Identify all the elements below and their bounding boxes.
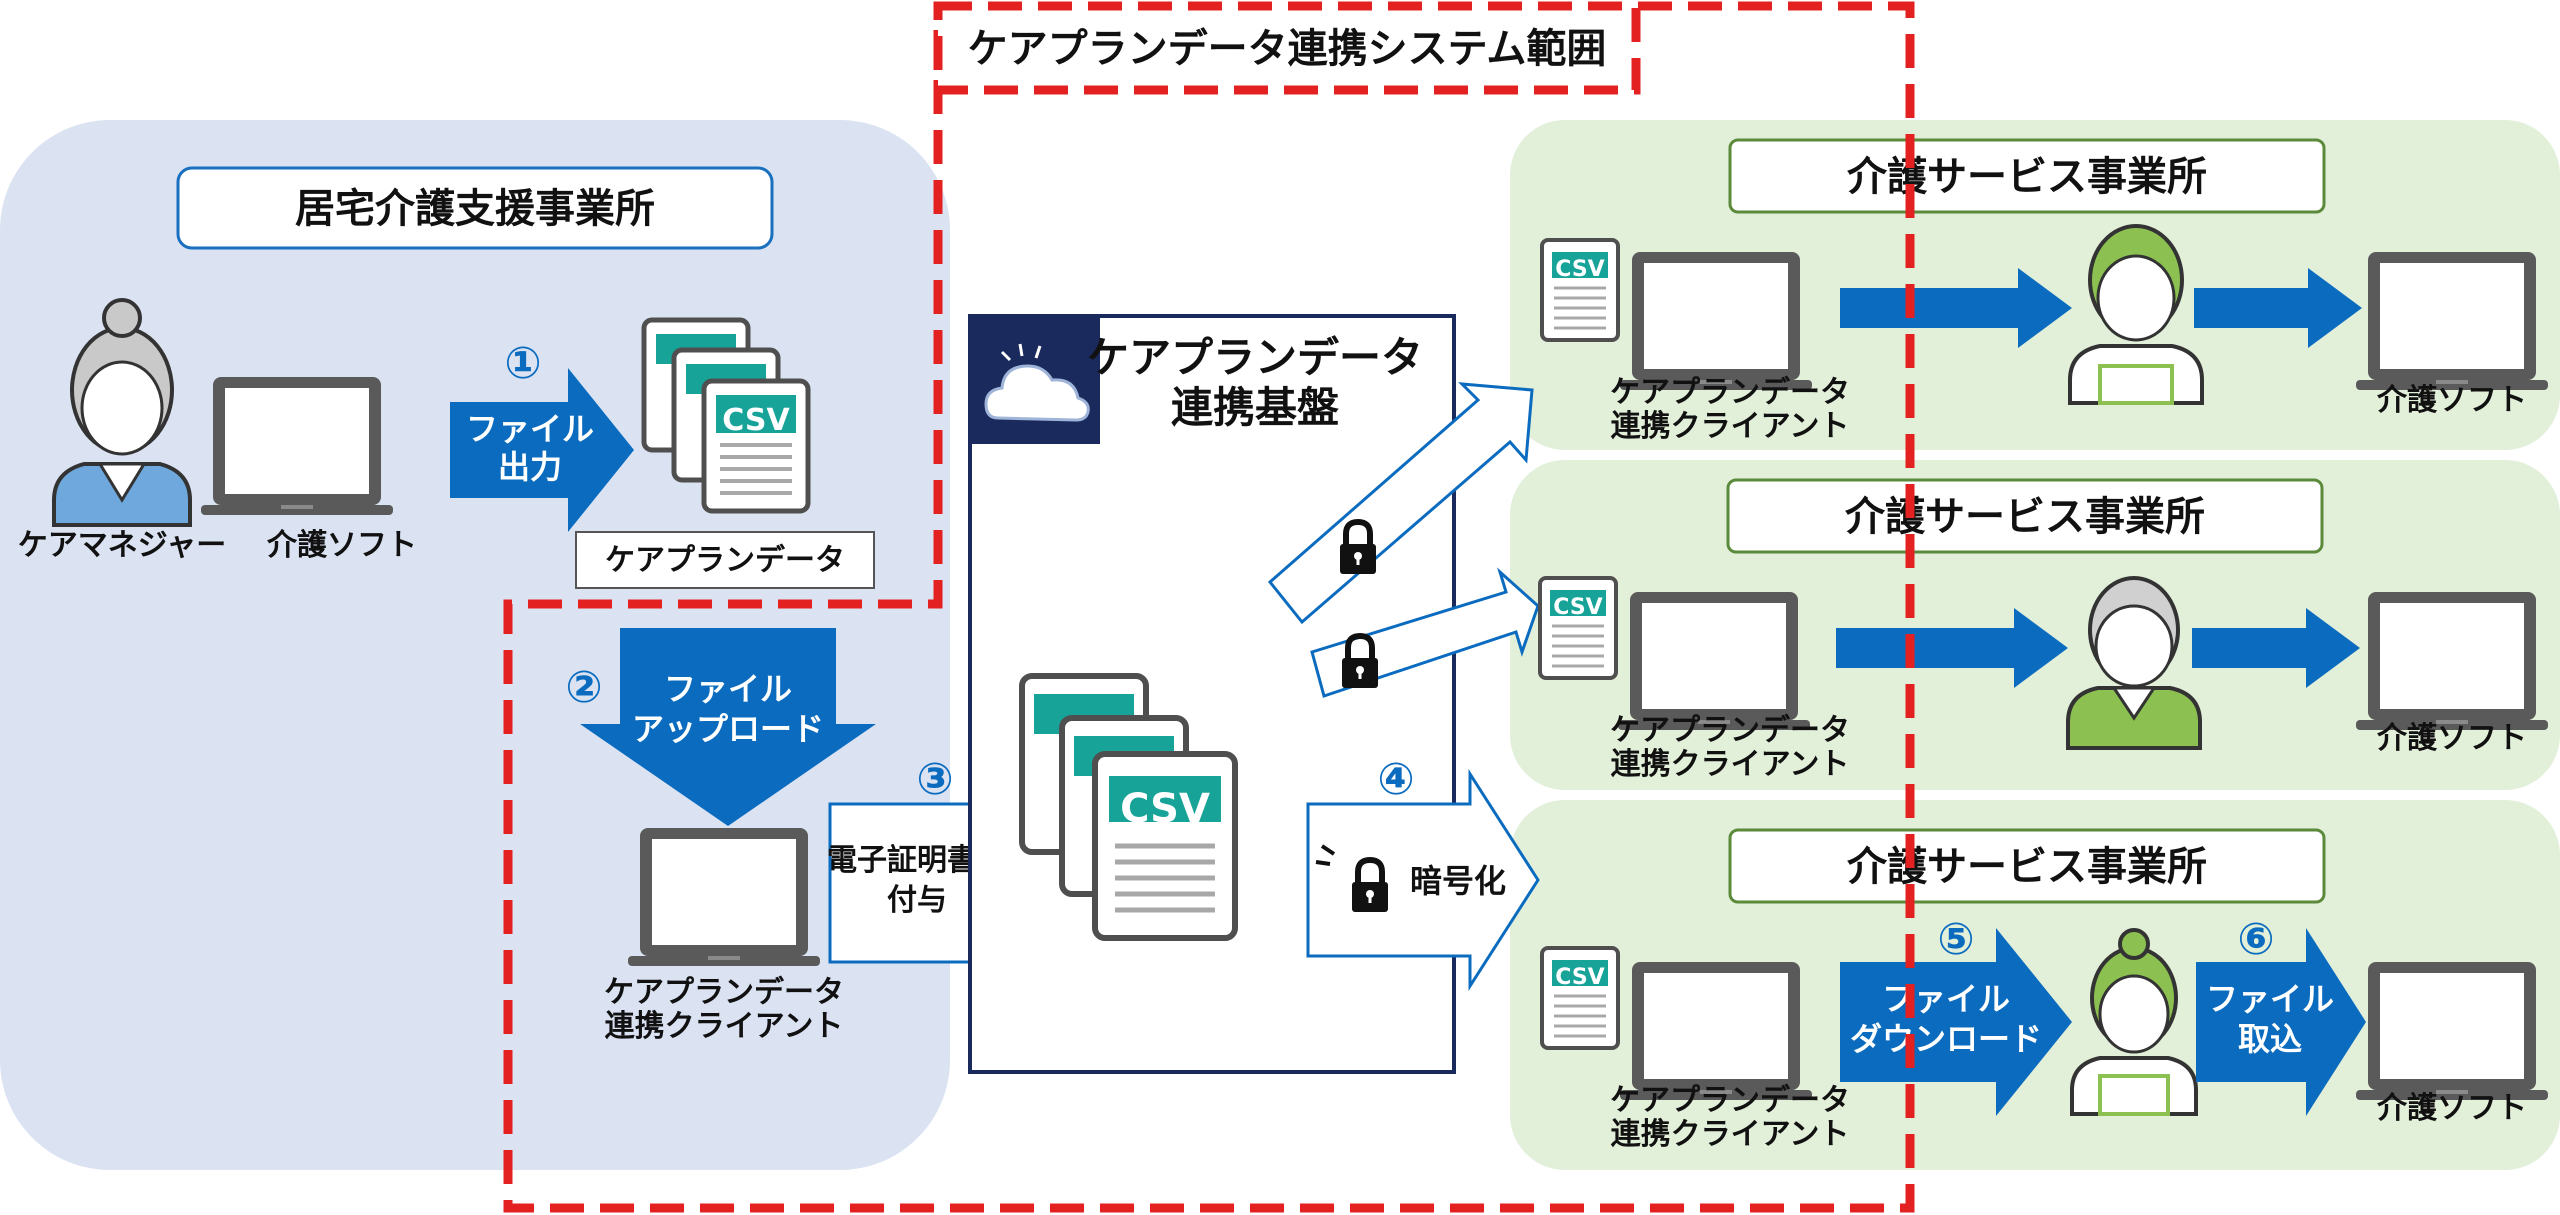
platform-title-2: 連携基盤 (1171, 383, 1339, 432)
route-arrow-office-1 (1267, 382, 1534, 625)
home-client-label-2: 連携クライアント (605, 1009, 844, 1044)
file-import-label-1: ファイル (2206, 980, 2334, 1018)
cloud-icon (984, 343, 1090, 422)
office-1-laptop-icon (1620, 252, 1812, 390)
file-import-label-2: 取込 (2238, 1020, 2302, 1058)
careplan-data-box (575, 531, 875, 589)
office-1-client-1: ケアプランデータ (1610, 375, 1850, 410)
office-3-title-box (1728, 828, 2326, 904)
home-care-title-box (176, 166, 774, 250)
certificate-label-2: 付与 (887, 883, 947, 918)
office-3-client-1: ケアプランデータ (1610, 1083, 1850, 1118)
upload-laptop-icon (628, 828, 820, 966)
office-3-csv-label: CSV (1555, 965, 1604, 990)
office-1-title-box (1728, 138, 2326, 214)
office-2-software-laptop-icon (2356, 592, 2548, 730)
file-download-arrow (1840, 928, 2072, 1116)
office-1-arrow-a (1840, 268, 2072, 348)
file-upload-label-1: ファイル (664, 670, 792, 708)
office-1-software-label: 介護ソフト (2376, 383, 2527, 418)
office-3-laptop-icon (1620, 962, 1812, 1100)
platform-csv-label: CSV (1120, 786, 1210, 832)
careplan-data-label: ケアプランデータ (605, 543, 845, 578)
system-scope-label-box (933, 1, 1641, 95)
office-1-title: 介護サービス事業所 (1847, 154, 2207, 200)
office-2-laptop-icon (1618, 592, 1810, 730)
file-output-label-1: ファイル (466, 410, 594, 448)
file-download-label-1: ファイル (1882, 980, 2010, 1018)
system-scope-label: ケアプランデータ連携システム範囲 (968, 26, 1607, 72)
system-scope-outline (503, 1, 1915, 1213)
office-2-csv-label: CSV (1553, 595, 1602, 620)
office-3-staff-icon (2070, 928, 2198, 1116)
office-3-csv-icon (1540, 946, 1620, 1050)
office-3-software-laptop-icon (2356, 962, 2548, 1100)
file-output-label-2: 出力 (498, 448, 562, 486)
office-2-csv-icon (1538, 576, 1618, 680)
home-software-label: 介護ソフト (266, 528, 417, 563)
csv-stack-icon (641, 317, 811, 514)
office-2-client-1: ケアプランデータ (1610, 713, 1850, 748)
file-output-arrow (450, 368, 634, 532)
office-1-staff-icon (2068, 224, 2204, 405)
step3-marker: ③ (916, 754, 953, 805)
file-import-arrow (2196, 928, 2366, 1116)
csv-stack-label: CSV (722, 403, 790, 438)
office-2-staff-icon (2066, 576, 2202, 750)
office-1-software-laptop-icon (2356, 252, 2548, 390)
office-2-title-box (1726, 478, 2324, 554)
encrypt-lock-spark (1315, 844, 1336, 866)
office-2-title: 介護サービス事業所 (1845, 494, 2205, 540)
file-download-label-2: ダウンロード (1850, 1020, 2042, 1058)
step6-marker: ⑥ (2237, 914, 2274, 965)
file-upload-label-2: アップロード (632, 710, 824, 748)
office-1-csv-label: CSV (1555, 257, 1604, 282)
home-care-title: 居宅介護支援事業所 (295, 186, 655, 232)
encrypt-label: 暗号化 (1410, 862, 1506, 900)
file-upload-arrow (580, 628, 876, 826)
home-client-label-1: ケアプランデータ (604, 975, 844, 1010)
office-2-software-label: 介護ソフト (2376, 721, 2527, 756)
office-1-client-2: 連携クライアント (1611, 409, 1850, 444)
platform-csv-stack-icon (1019, 673, 1238, 941)
office-3-title: 介護サービス事業所 (1847, 844, 2207, 890)
step1-marker: ① (504, 338, 541, 389)
office-2-arrow-b (2192, 608, 2360, 688)
office-2-client-2: 連携クライアント (1611, 747, 1850, 782)
office-1-arrow-b (2194, 268, 2362, 348)
care-manager-icon (52, 298, 192, 527)
office-3-software-label: 介護ソフト (2376, 1091, 2527, 1126)
step5-marker: ⑤ (1937, 914, 1974, 965)
care-manager-label: ケアマネジャー (18, 528, 227, 563)
platform-title-1: ケアプランデータ (1087, 333, 1423, 382)
home-laptop-icon (201, 377, 393, 515)
step2-marker: ② (565, 662, 602, 713)
office-2-arrow-a (1836, 608, 2068, 688)
office-1-csv-icon (1540, 238, 1620, 342)
step4-marker: ④ (1377, 754, 1414, 805)
encrypt-arrow (1306, 768, 1540, 992)
office-3-client-2: 連携クライアント (1611, 1117, 1850, 1152)
